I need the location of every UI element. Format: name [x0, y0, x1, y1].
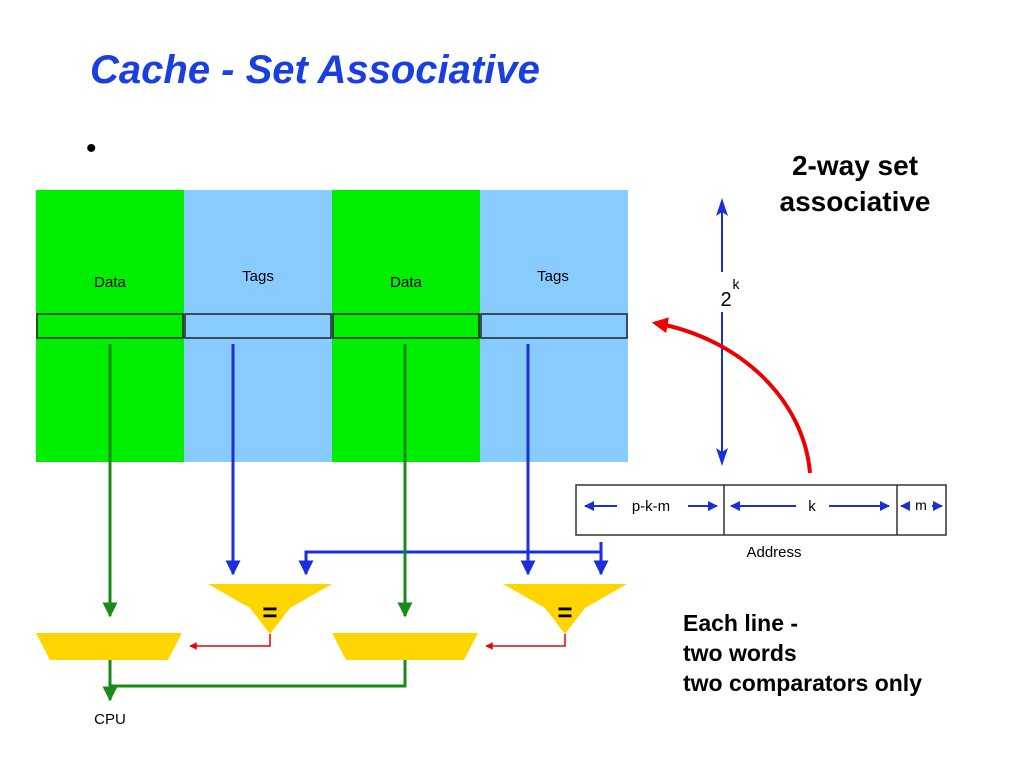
hit-signals [189, 634, 566, 650]
data-mux-1 [36, 633, 182, 660]
tags-column-2 [480, 190, 628, 462]
data-column-1-label: Data [94, 274, 126, 291]
note-line-1: Each line - [683, 610, 799, 636]
address-field-index: k [808, 498, 816, 515]
cache-array: Data Tags Data Tags [36, 190, 628, 462]
selected-set-row [36, 313, 628, 339]
address-register: p-k-m k m Address [575, 484, 947, 561]
address-field-tag: p-k-m [632, 498, 670, 515]
note-line-3: two comparators only [683, 670, 922, 696]
associativity-label-line-1: 2-way set [791, 150, 919, 181]
note-line-2: two words [683, 640, 797, 666]
comparator-1: = [208, 584, 332, 634]
data-paths [102, 344, 413, 702]
cpu-label: CPU [94, 711, 126, 728]
comparator-1-symbol: = [262, 597, 277, 627]
row-count-indicator: 2 k [712, 198, 748, 466]
row-count-base: 2 [720, 289, 731, 311]
data-mux-2 [332, 633, 478, 660]
tags-column-2-label: Tags [537, 268, 569, 285]
associativity-label: 2-way set associative [750, 148, 960, 220]
index-select-arrow [651, 317, 812, 474]
bullet-point: • [86, 132, 97, 165]
tag-paths [225, 344, 609, 576]
tags-column-1 [184, 190, 332, 462]
row-count-exponent: k [733, 276, 741, 292]
notes: Each line - two words two comparators on… [683, 608, 922, 698]
tags-column-1-label: Tags [242, 268, 274, 285]
address-field-offset: m [915, 497, 927, 513]
associativity-label-line-2: associative [779, 186, 931, 217]
data-column-2-label: Data [390, 274, 422, 291]
address-caption: Address [746, 544, 801, 561]
comparator-2-symbol: = [557, 597, 572, 627]
slide-title: Cache - Set Associative [90, 48, 540, 92]
comparator-2: = [503, 584, 627, 634]
